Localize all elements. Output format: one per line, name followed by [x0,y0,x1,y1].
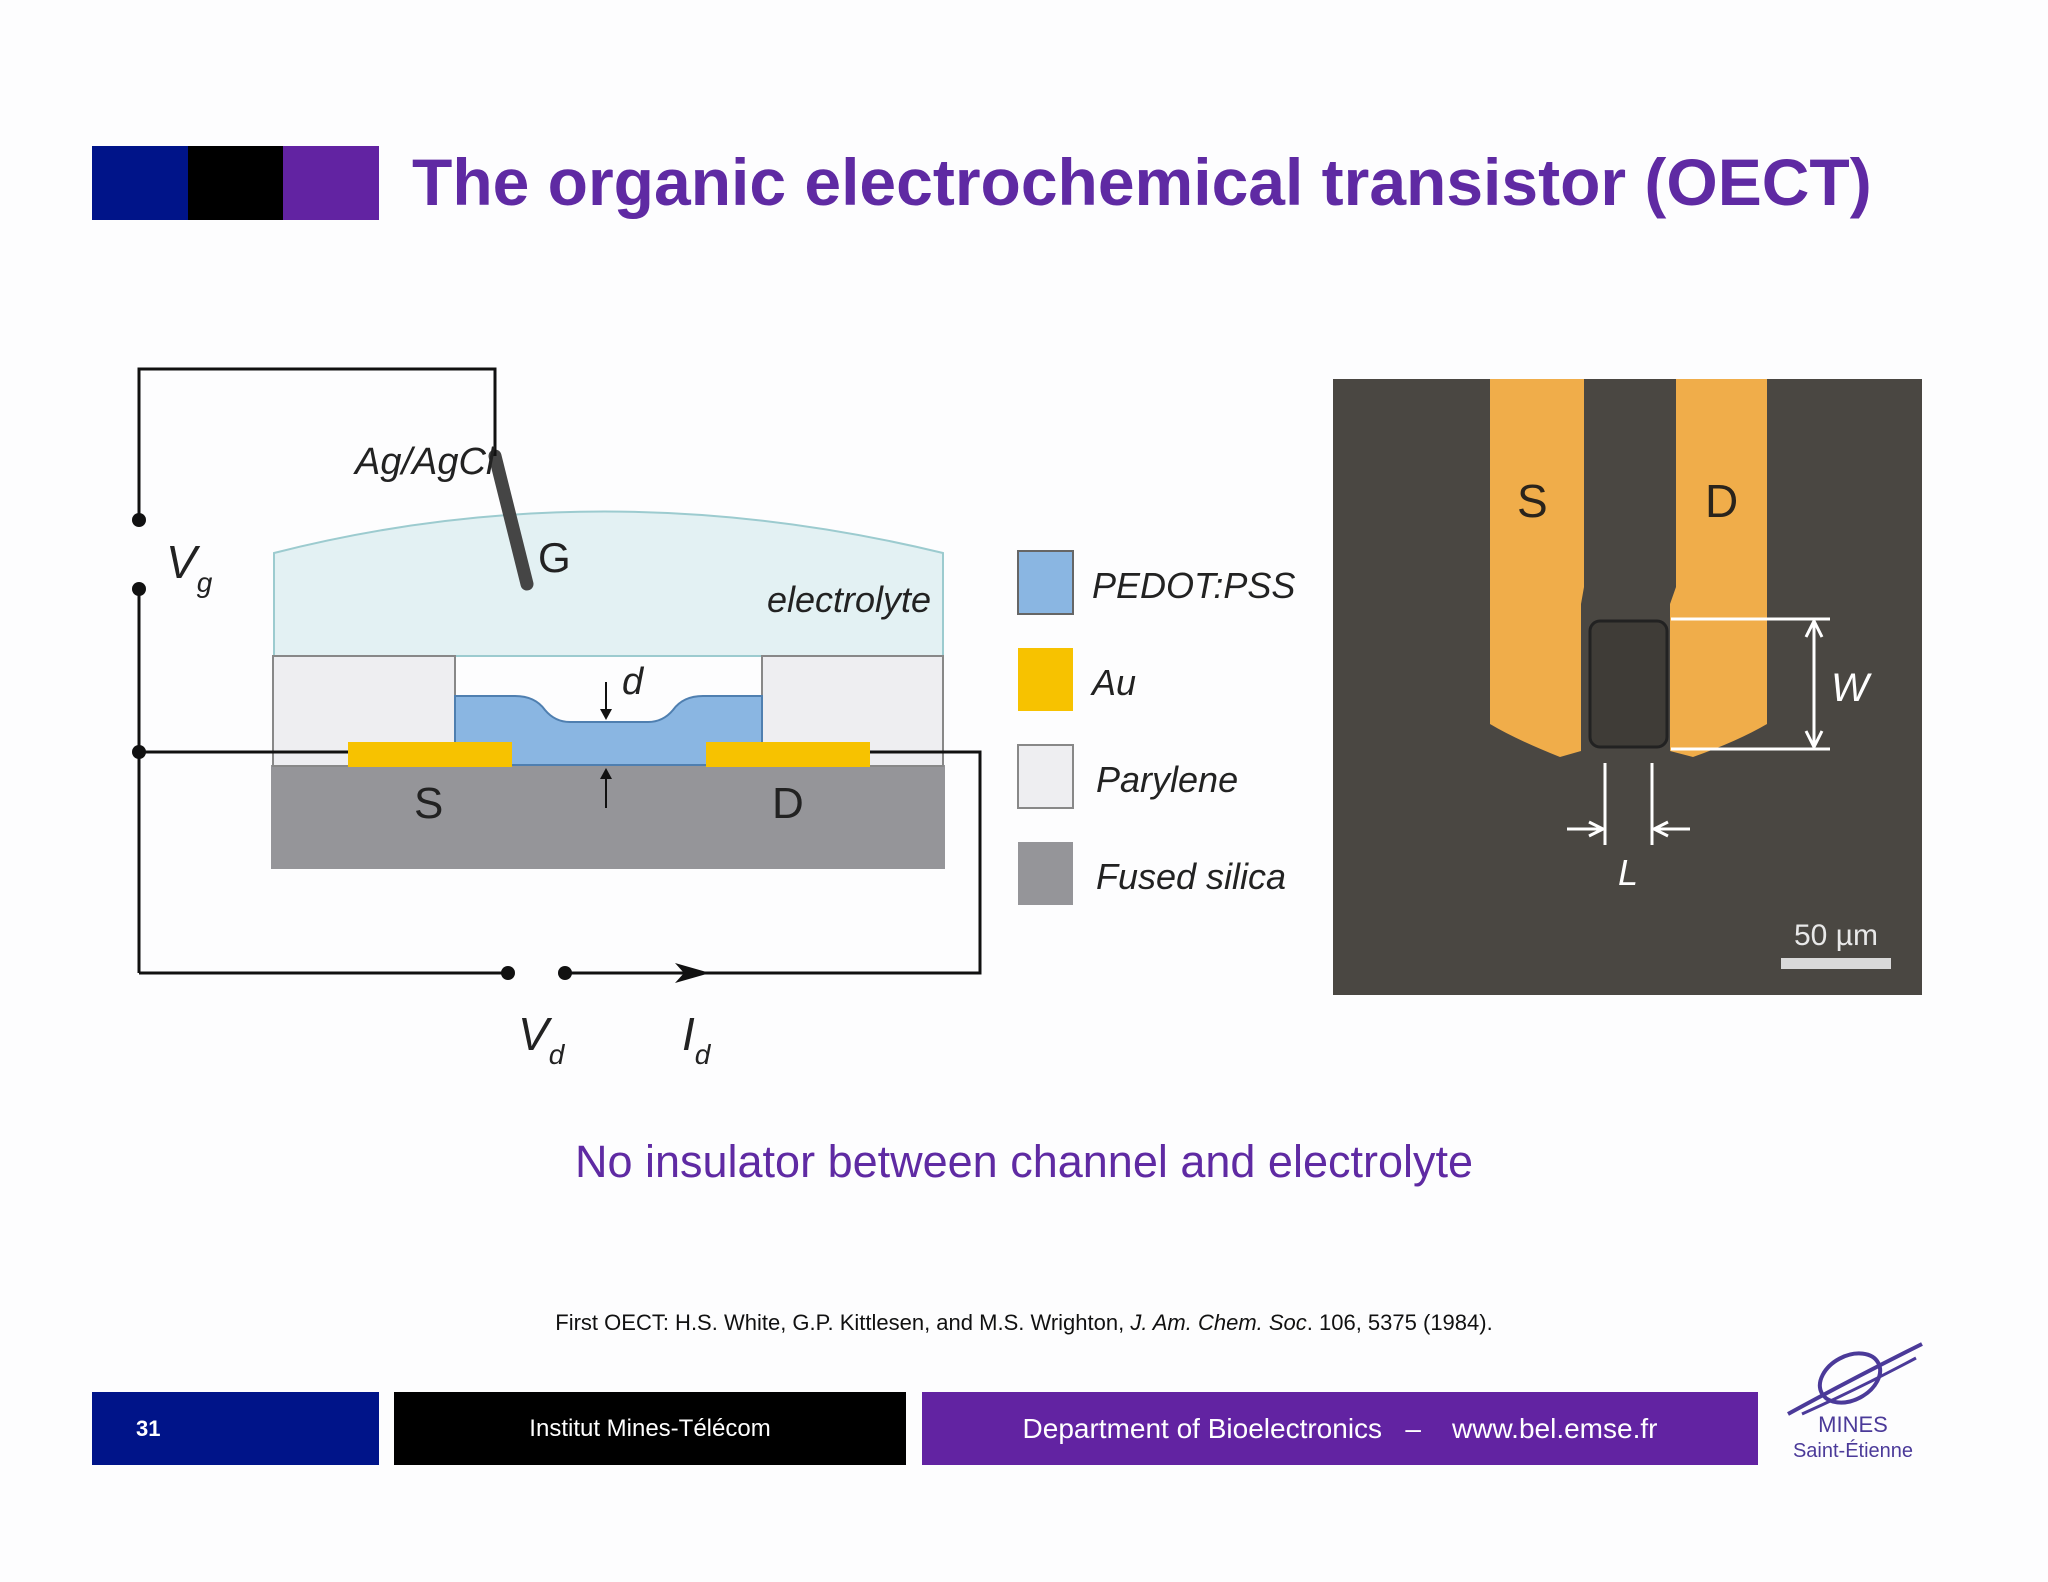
scale-label: 50 µm [1794,919,1878,952]
micrograph-drain-contact [1670,379,1767,757]
gold-source [348,742,512,767]
d-arrowhead-down-icon [600,709,612,720]
footer-department-bar: Department of Bioelectronics – www.bel.e… [922,1392,1758,1465]
micrograph-source-contact [1490,379,1584,757]
legend-label-pedot: PEDOT:PSS [1092,565,1295,606]
drain-label: D [772,779,804,828]
drain-wire [565,750,982,975]
vd-main: V [518,1008,553,1060]
d-arrowhead-up-icon [600,768,612,779]
length-label: L [1618,852,1638,893]
vd-label: Vd [518,1008,566,1070]
micrograph-source-label: S [1517,475,1548,527]
title-block-black [187,146,284,220]
department-text: Department of Bioelectronics – www.bel.e… [1022,1412,1658,1444]
id-sub: d [695,1039,712,1070]
gold-drain [706,742,870,767]
vg-label: Vg [166,536,213,598]
id-main: I [682,1008,695,1060]
vd-terminal-right [558,966,572,980]
logo-text-line1: MINES [1818,1412,1888,1437]
oect-schematic: Ag/AgCl G electrolyte d S D Vg Vd Id PED… [132,367,1295,1070]
caption: No insulator between channel and electro… [574,1136,1474,1187]
reference-suffix: . 106, 5375 (1984). [1306,1310,1493,1335]
pedot-channel [454,695,763,766]
gate-wire [137,367,497,520]
width-label: W [1831,666,1872,710]
legend: PEDOT:PSS Au Parylene Fused silica [1017,550,1295,905]
source-junction [132,745,146,759]
reference-prefix: First OECT: H.S. White, G.P. Kittlesen, … [555,1310,1131,1335]
title-block-blue [92,146,188,220]
legend-label-silica: Fused silica [1096,856,1286,897]
vg-sub: g [197,567,213,598]
l-arrowhead-right-icon [1588,820,1607,838]
thickness-label: d [622,661,645,703]
w-arrowhead-down-icon [1804,730,1824,751]
source-label: S [414,779,443,828]
legend-label-parylene: Parylene [1096,759,1238,800]
legend-label-au: Au [1090,662,1136,703]
logo-swoosh-2 [1801,1356,1917,1416]
w-arrowhead-up-icon [1804,617,1824,638]
slide-title: The organic electrochemical transistor (… [412,145,1872,219]
vd-sub: d [549,1039,566,1070]
footer-page-number-bar: 31 [92,1392,379,1465]
legend-swatch-au [1018,648,1073,711]
page-number: 31 [136,1415,161,1441]
oect-micrograph: S D W L 50 µm [1333,379,1922,995]
legend-swatch-silica [1018,842,1073,905]
current-arrow-icon [675,963,710,983]
scale-bar [1781,958,1891,969]
vd-terminal-left [501,966,515,980]
electrode-label: Ag/AgCl [353,441,496,483]
institute-name: Institut Mines-Télécom [529,1414,771,1442]
reference: First OECT: H.S. White, G.P. Kittlesen, … [0,1308,2048,1338]
footer-institute-bar: Institut Mines-Télécom [394,1392,906,1465]
legend-swatch-parylene [1017,744,1074,809]
electrolyte-label: electrolyte [767,579,931,620]
micrograph-channel [1588,619,1669,749]
reference-journal: J. Am. Chem. Soc [1130,1310,1307,1335]
vg-terminal-bottom [132,582,146,596]
logo-ring [1817,1351,1883,1405]
fused-silica-substrate [271,765,945,869]
id-label: Id [682,1008,712,1070]
gate-label: G [538,534,571,581]
title-color-blocks [92,146,379,220]
gate-electrode [488,449,534,591]
l-arrowhead-left-icon [1650,820,1669,838]
legend-swatch-pedot [1017,550,1074,615]
vg-main: V [166,536,201,588]
micrograph-drain-label: D [1705,475,1738,527]
logo-text-line2: Saint-Étienne [1792,1440,1914,1462]
title-block-purple [283,146,379,220]
logo-swoosh [1787,1342,1923,1416]
mines-logo-icon [1787,1342,1923,1416]
electrolyte-dome [273,510,944,657]
vg-terminal-top [132,513,146,527]
